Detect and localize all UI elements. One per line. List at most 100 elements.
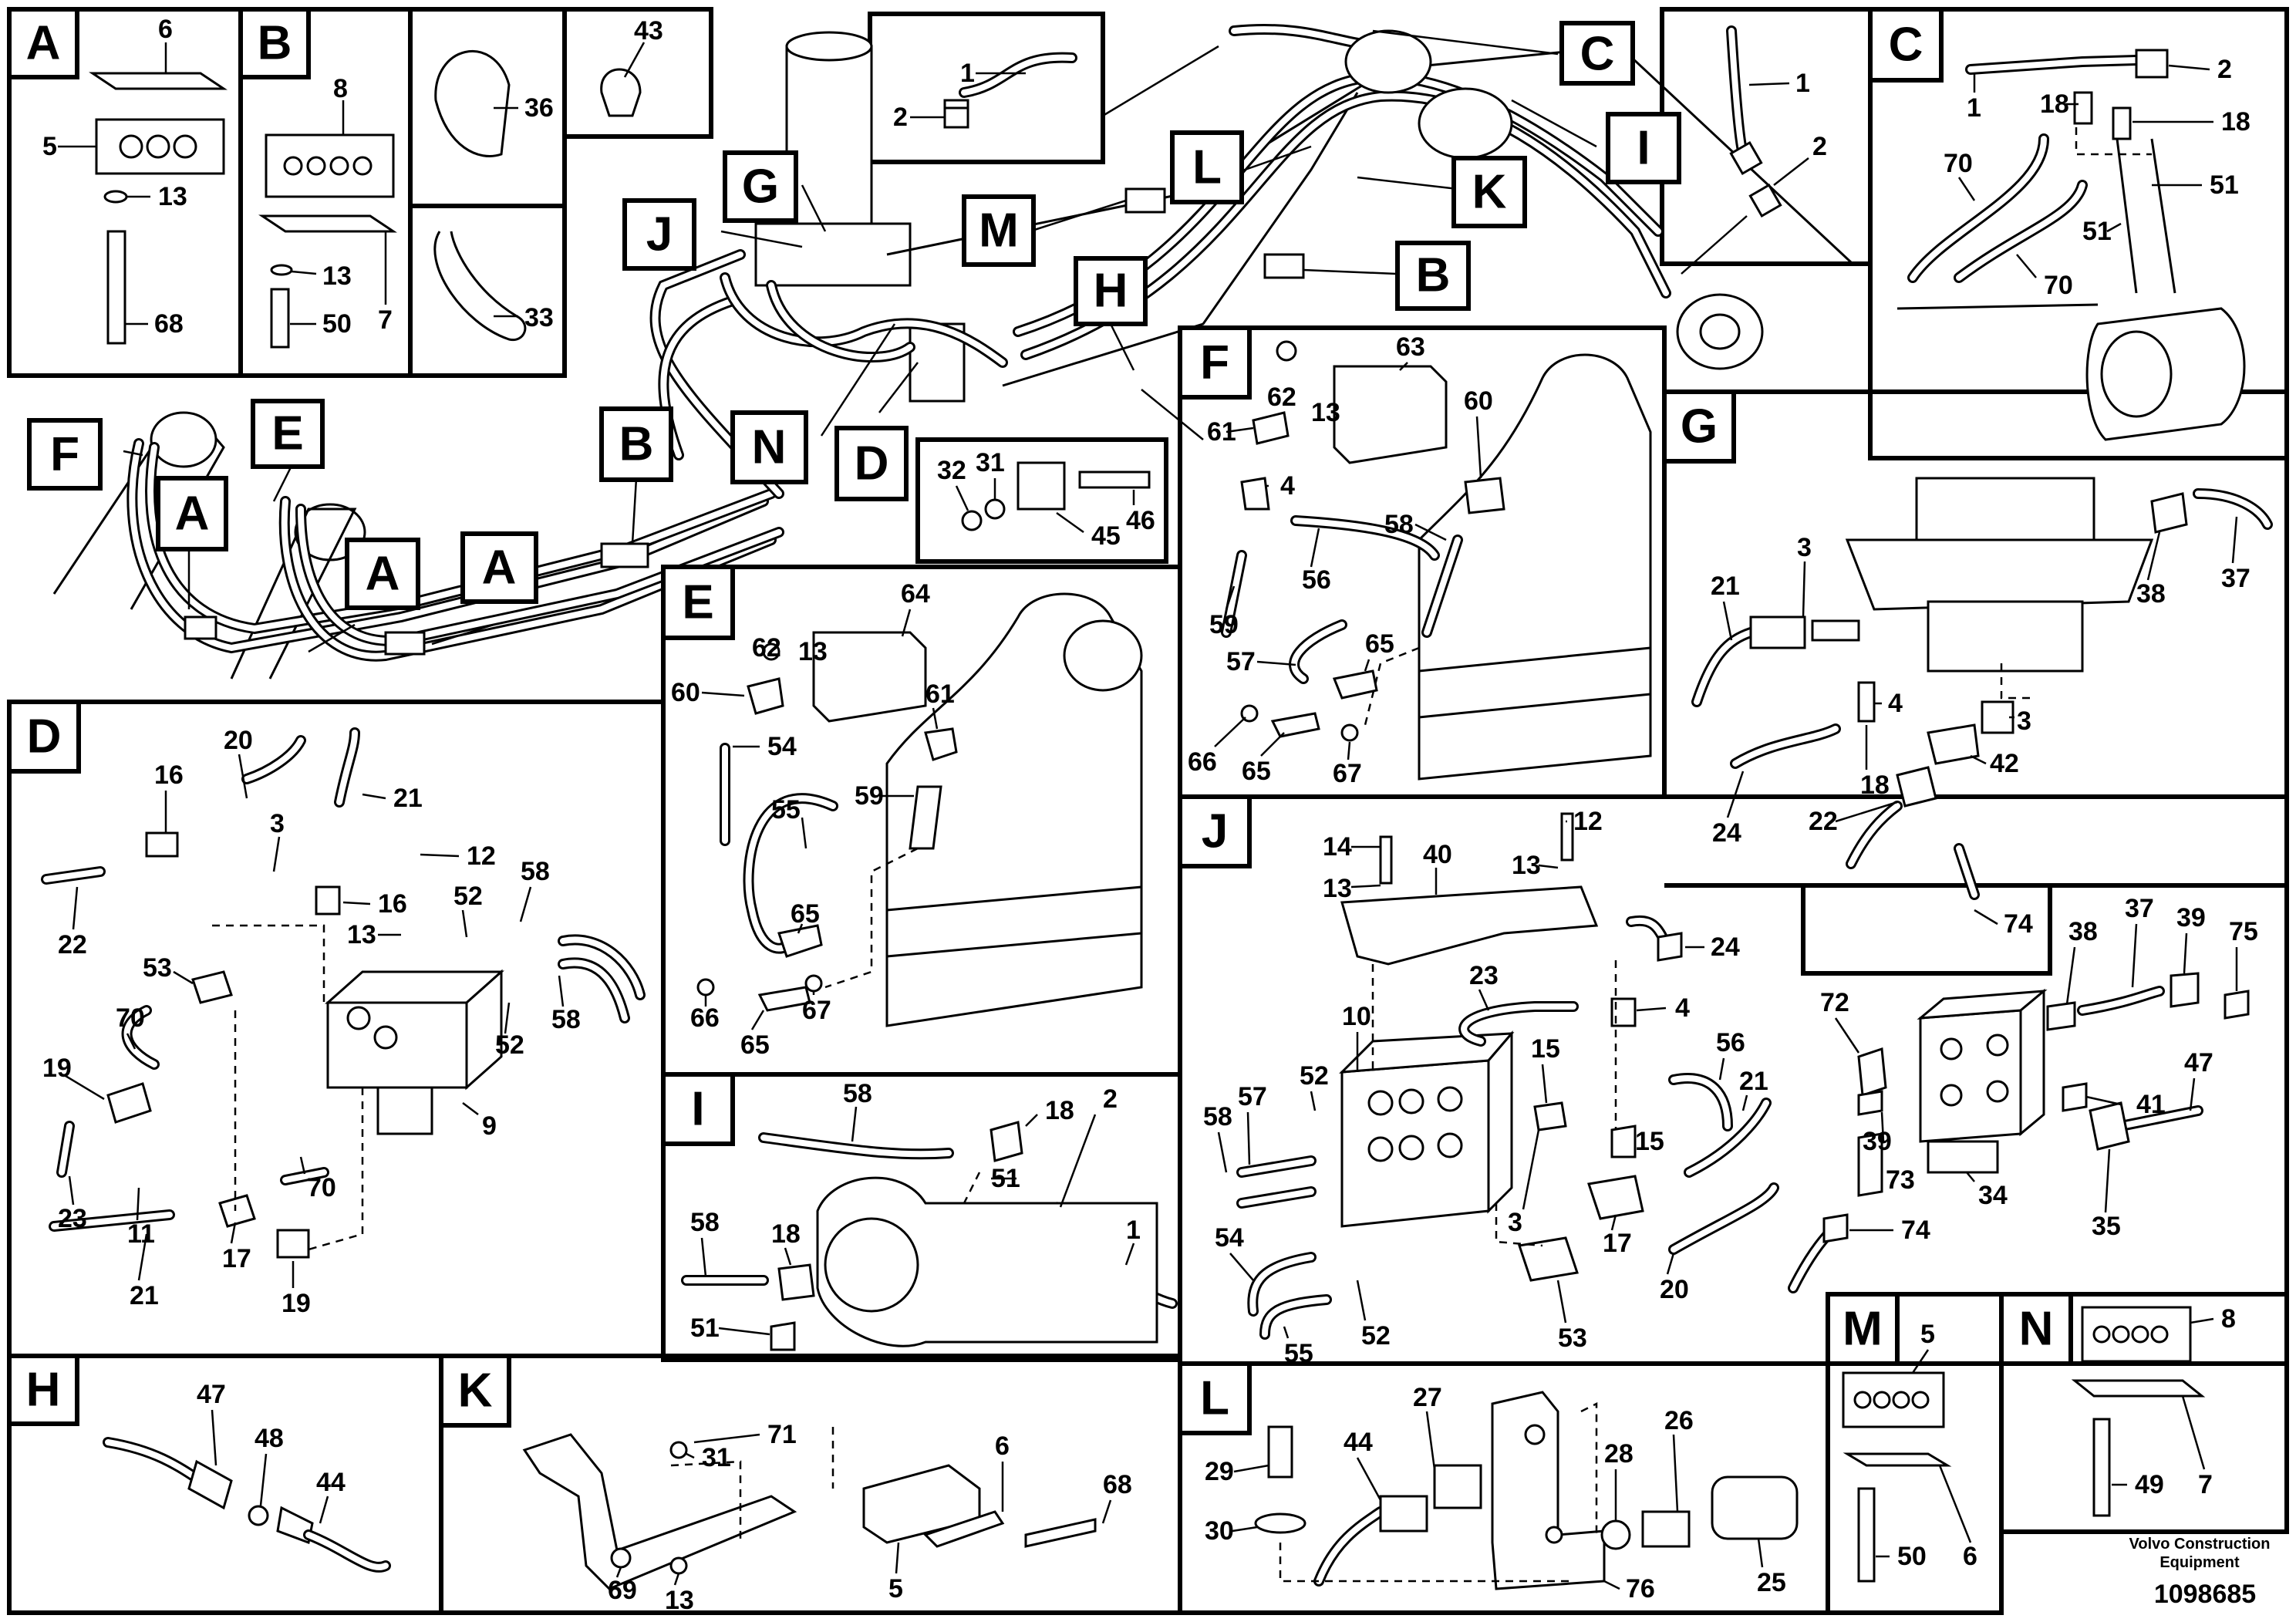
section-letter: N [752,421,787,474]
part-number-label: 67 [1333,759,1362,788]
part-number-label: 65 [1242,757,1271,786]
part-number-label: 11 [127,1219,155,1249]
part-number-label: 18 [771,1219,801,1249]
panel-h: H 47 48 44 [7,1354,391,1573]
section-letter: E [271,407,303,460]
part-number-label: 58 [551,1005,581,1034]
panel-b-tag: B [238,7,311,79]
part-number-label: 13 [665,1586,694,1615]
part-number-label: 69 [608,1576,637,1605]
document-number: 1098685 [2153,1580,2257,1609]
part-number-label: 71 [767,1420,797,1449]
section-letter: I [691,1083,704,1136]
part-number-label: 1 [960,59,975,88]
panel-clamp-43-frame [562,7,713,139]
section-letter: A [26,17,61,70]
part-number-label: 20 [224,726,253,755]
part-number-label: 48 [255,1424,284,1453]
part-number-label: 4 [1280,471,1295,501]
part-number-label: 21 [1711,572,1740,601]
part-number-label: 19 [42,1054,72,1083]
brand-line-2: Equipment [2159,1554,2240,1571]
part-number-label: 52 [453,882,483,911]
part-number-label: 1 [1795,69,1810,98]
part-number-label: 56 [1716,1028,1745,1057]
part-number-label: 18 [1045,1096,1074,1125]
part-number-label: 59 [1209,610,1239,639]
part-number-label: 72 [1820,988,1849,1017]
part-number-label: 33 [524,303,554,332]
part-number-label: 13 [1512,851,1541,880]
panel-e-tag: E [661,565,735,640]
panel-n-tag: N [1999,1292,2073,1366]
part-number-label: 30 [1205,1516,1234,1546]
part-number-label: 18 [1860,771,1890,800]
part-number-label: 74 [1901,1216,1930,1245]
part-number-label: 32 [937,456,966,485]
section-letter: J [1202,805,1228,858]
part-number-label: 3 [1508,1208,1522,1237]
part-number-label: 18 [2221,107,2250,137]
part-number-label: 42 [1990,749,2019,778]
part-number-label: 37 [2125,894,2154,923]
part-number-label: 68 [1103,1470,1132,1499]
part-number-label: 6 [158,15,173,44]
part-number-label: 8 [333,74,348,103]
brand-caption: Volvo Construction Equipment [2111,1535,2288,1572]
callout-tag-e: E [251,399,325,469]
section-letter: H [1094,265,1128,318]
part-number-label: 7 [2198,1470,2213,1499]
part-number-label: 4 [1675,993,1690,1023]
panel-l-tag: L [1178,1361,1252,1435]
part-number-label: 5 [888,1574,903,1603]
panel-k-tag: K [439,1354,511,1428]
section-letter: A [482,541,517,595]
panel-l: L 27 26 29 44 28 30 25 76 [1178,1361,1799,1603]
part-number-label: 2 [1103,1084,1118,1114]
part-number-label: 19 [282,1289,311,1318]
part-number-label: 31 [702,1443,731,1472]
part-number-label: 74 [2004,909,2033,939]
part-number-label: 24 [1712,818,1741,848]
part-number-label: 62 [1267,383,1296,412]
section-letter: H [26,1364,61,1417]
part-number-label: 7 [378,305,393,335]
part-number-label: 65 [740,1030,770,1060]
part-number-label: 66 [690,1003,720,1033]
callout-tag-k: K [1451,156,1527,228]
brand-line-1: Volvo Construction [2129,1536,2271,1553]
callout-tag-j: J [622,198,696,271]
section-letter: M [979,204,1019,258]
part-number-label: 5 [1920,1320,1935,1349]
part-number-label: 47 [2184,1048,2213,1077]
part-number-label: 47 [197,1380,226,1409]
part-number-label: 57 [1238,1082,1267,1111]
part-number-label: 38 [2136,579,2166,609]
part-number-label: 62 [752,633,781,663]
part-number-label: 2 [893,103,908,132]
section-letter: K [1472,166,1507,219]
part-number-label: 3 [270,809,285,838]
part-number-label: 13 [158,182,187,211]
section-letter: A [175,487,210,541]
part-number-label: 12 [1573,807,1603,836]
part-number-label: 70 [2044,271,2073,300]
section-letter: B [258,17,292,70]
part-number-label: 50 [1897,1542,1927,1571]
section-letter: B [1416,249,1451,302]
part-number-label: 55 [1284,1339,1313,1368]
panel-h-callout-frame [915,437,1168,564]
part-number-label: 31 [976,448,1005,477]
callout-tag-a-mid: A [345,538,420,610]
panel-clamps: 36 43 33 [433,16,663,342]
part-number-label: 51 [690,1313,720,1343]
part-number-label: 13 [798,637,828,666]
inset-top-hose: 1 2 [893,52,1077,132]
panel-n: N 8 49 7 [1999,1292,2236,1517]
part-number-label: 14 [1323,832,1352,862]
part-number-label: 60 [1464,386,1493,416]
part-number-label: 58 [690,1208,720,1237]
part-number-label: 6 [1963,1542,1977,1571]
part-number-label: 16 [378,889,407,919]
section-letter: M [1843,1303,1883,1356]
